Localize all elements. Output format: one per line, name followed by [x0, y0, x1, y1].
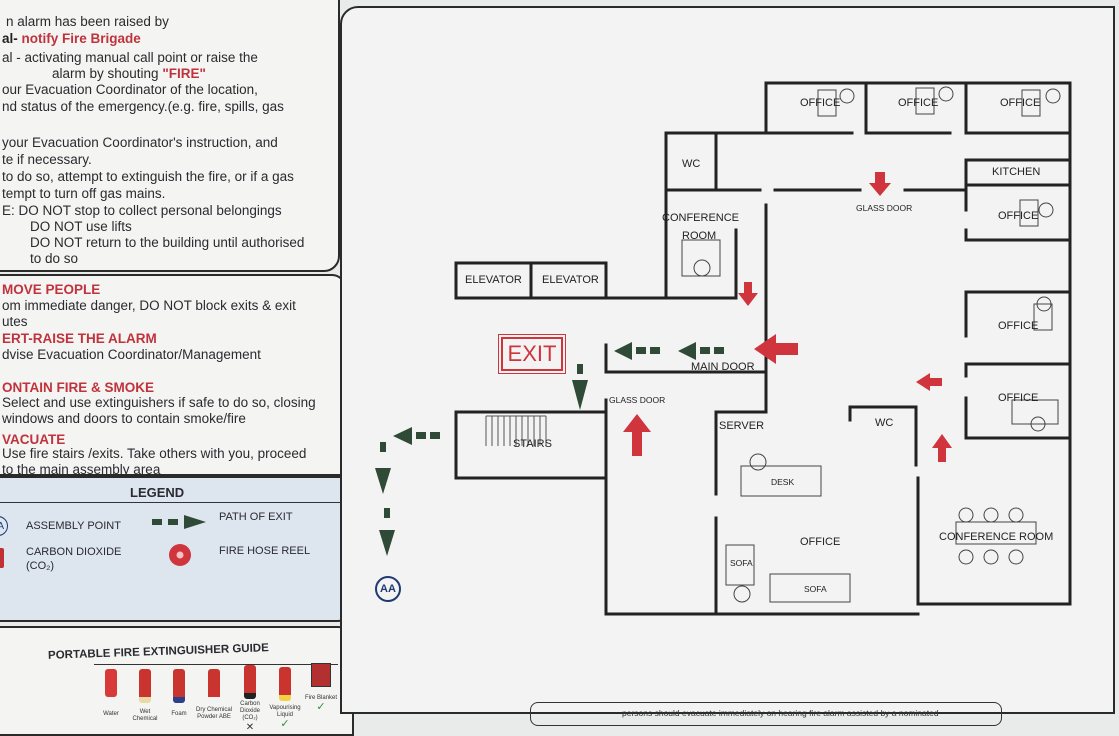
furniture-desk: DESK: [771, 477, 795, 487]
procedure-line: your Evacuation Coordinator's instructio…: [2, 135, 278, 150]
label-main-door: MAIN DOOR: [691, 361, 755, 373]
legend-title-rule: [0, 502, 350, 503]
room-wc-mid: WC: [875, 417, 894, 429]
red-arrow-up-2: [932, 434, 952, 462]
legend-panel: LEGEND A ASSEMBLY POINT PATH OF EXIT CAR…: [0, 476, 352, 622]
label-glass-door-left: GLASS DOOR: [609, 395, 666, 405]
remove-heading: MOVE PEOPLE: [2, 282, 101, 297]
procedure-panel: n alarm has been raised by al- notify Fi…: [0, 0, 340, 272]
extinguisher-guide-panel: PORTABLE FIRE EXTINGUISHER GUIDE Water W…: [0, 626, 354, 736]
extinguisher-co2-mark: ✕: [245, 722, 255, 733]
room-kitchen: KITCHEN: [992, 166, 1041, 178]
floor-plan-panel: [340, 6, 1115, 714]
action-line: to the main assembly area: [2, 462, 161, 477]
procedure-line: te if necessary.: [2, 152, 92, 167]
extinguisher-wet-chemical: Wet Chemical: [128, 669, 162, 723]
assembly-point-label: ASSEMBLY POINT: [26, 520, 121, 532]
room-office-2: OFFICE: [898, 97, 939, 109]
procedure-line: to do so: [30, 251, 79, 266]
extinguisher-co2-icon: [244, 665, 256, 699]
notify-fire-brigade: notify Fire Brigade: [21, 31, 141, 46]
co2-label: CARBON DIOXIDE: [26, 546, 122, 558]
extinguisher-water: Water: [94, 669, 128, 718]
room-wc-top: WC: [682, 158, 701, 170]
extinguisher-foam-icon: [173, 669, 185, 703]
procedure-line: our Evacuation Coordinator of the locati…: [2, 82, 258, 97]
room-server: SERVER: [719, 420, 765, 432]
room-office-3: OFFICE: [1000, 97, 1041, 109]
red-arrow-down-2: [738, 282, 758, 306]
extinguisher-vapourising-label: Vapourising Liquid: [269, 705, 301, 718]
footer-note: persons should evacuate immediately on h…: [622, 708, 939, 718]
extinguisher-foam-label: Foam: [171, 711, 187, 717]
red-arrow-left-2: [916, 373, 942, 391]
label-glass-door-top: GLASS DOOR: [856, 203, 913, 213]
procedure-line: DO NOT return to the building until auth…: [30, 235, 305, 250]
fire-hose-reel-icon: [169, 544, 191, 566]
furniture-sofa-2: SOFA: [804, 584, 827, 594]
red-arrow-up-1: [623, 414, 651, 456]
fire-hose-reel-label: FIRE HOSE REEL: [219, 545, 311, 557]
assembly-area-marker: AA: [375, 576, 401, 602]
room-conference-line2: ROOM: [682, 230, 717, 242]
room-office-5: OFFICE: [998, 320, 1039, 332]
extinguisher-fire-blanket-mark: ✓: [316, 701, 326, 713]
action-line: Use fire stairs /exits. Take others with…: [2, 446, 307, 461]
procedure-line: al- notify Fire Brigade: [2, 31, 141, 46]
extinguisher-dry-powder: Dry Chemical Powder ABE: [196, 669, 232, 721]
floor-plan-walls: [375, 81, 1072, 616]
procedure-line: al - activating manual call point or rai…: [2, 50, 258, 65]
extinguisher-vapourising-icon: [279, 667, 291, 701]
room-office-4: OFFICE: [998, 210, 1039, 222]
procedure-line: tempt to turn off gas mains.: [2, 186, 166, 201]
procedure-line: DO NOT use lifts: [30, 219, 132, 234]
room-office-6: OFFICE: [998, 392, 1039, 404]
room-office-main: OFFICE: [800, 536, 841, 548]
extinguisher-water-icon: [105, 669, 117, 697]
procedure-line: alarm by shouting "FIRE": [52, 66, 206, 81]
furniture-sofa-1: SOFA: [730, 558, 753, 568]
room-stairs: STAIRS: [513, 438, 552, 450]
extinguisher-dry-powder-icon: [208, 669, 220, 703]
red-arrow-left-main: [754, 334, 798, 364]
action-line: dvise Evacuation Coordinator/Management: [2, 347, 261, 362]
extinguisher-vapourising-mark: ✓: [280, 718, 290, 730]
procedure-line: E: DO NOT stop to collect personal belon…: [2, 203, 282, 218]
actions-panel: MOVE PEOPLE om immediate danger, DO NOT …: [0, 274, 346, 477]
co2-label-formula: (CO₂): [26, 560, 55, 572]
red-arrow-down-1: [869, 172, 891, 196]
extinguisher-co2-label: Carbon Dioxide (CO₂): [239, 701, 260, 721]
procedure-line: to do so, attempt to extinguish the fire…: [2, 169, 294, 184]
extinguisher-fire-blanket-label: Fire Blanket: [304, 695, 337, 701]
evacuate-heading: VACUATE: [2, 432, 66, 447]
room-conference-2: CONFERENCE ROOM: [939, 531, 1054, 543]
extinguisher-water-label: Water: [103, 711, 119, 717]
action-line: utes: [2, 314, 28, 329]
extinguisher-guide-table: Water Wet Chemical Foam Dry Chemical Pow…: [94, 663, 338, 733]
extinguisher-foam: Foam: [162, 669, 196, 718]
action-line: om immediate danger, DO NOT block exits …: [2, 298, 296, 313]
extinguisher-wet-chemical-label: Wet Chemical: [132, 709, 158, 722]
room-office-1: OFFICE: [800, 97, 841, 109]
procedure-line: n alarm has been raised by: [6, 14, 169, 29]
room-elevator-1: ELEVATOR: [465, 274, 522, 286]
room-conference-line1: CONFERENCE: [662, 212, 740, 224]
legend-title: LEGEND: [130, 485, 185, 500]
extinguisher-wet-chemical-icon: [139, 669, 151, 703]
path-of-exit-label: PATH OF EXIT: [219, 511, 293, 523]
extinguisher-fire-blanket-icon: [311, 663, 331, 687]
contain-heading: ONTAIN FIRE & SMOKE: [2, 380, 155, 395]
co2-extinguisher-icon: [0, 548, 4, 568]
procedure-line: nd status of the emergency.(e.g. fire, s…: [2, 99, 284, 114]
room-elevator-2: ELEVATOR: [542, 274, 599, 286]
extinguisher-dry-powder-label: Dry Chemical Powder ABE: [196, 707, 233, 720]
extinguisher-fire-blanket: Fire Blanket ✓: [304, 663, 338, 713]
action-line: windows and doors to contain smoke/fire: [2, 411, 246, 426]
exit-sign: EXIT: [498, 334, 566, 374]
path-of-exit-icon: [152, 515, 206, 529]
action-line: Select and use extinguishers if safe to …: [2, 395, 316, 410]
alert-heading: ERT-RAISE THE ALARM: [2, 331, 157, 346]
fire-shout-text: "FIRE": [162, 66, 206, 81]
